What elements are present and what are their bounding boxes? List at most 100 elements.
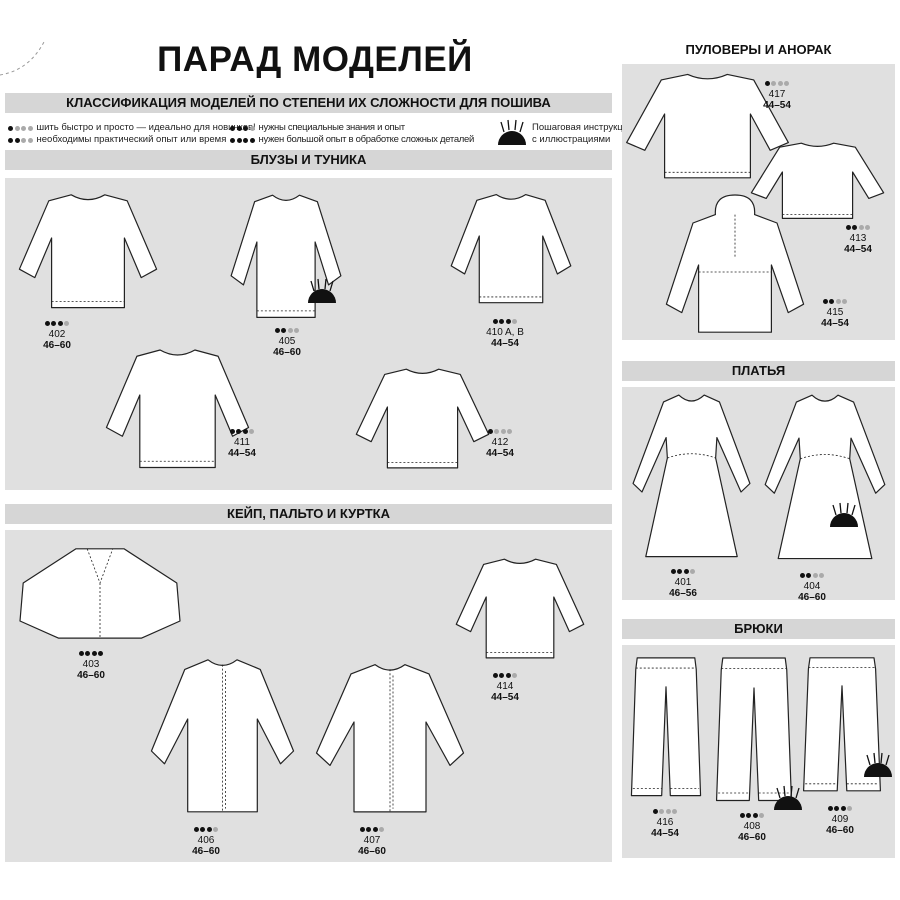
model-number: 407: [363, 835, 381, 846]
pants-sketch: [802, 655, 882, 795]
rating-dot-empty: [507, 429, 513, 434]
model-number: 405: [278, 336, 296, 347]
rating-dots: [764, 81, 790, 86]
pants-sketch: [630, 655, 702, 800]
rating-dot-filled: [834, 806, 840, 811]
rating-dot-filled: [281, 328, 287, 333]
legend-column-1: шить быстро и просто — идеально для нови…: [8, 122, 256, 146]
legend-level-3: нужны специальные знания и опыт: [230, 122, 474, 134]
rating-dot-filled: [752, 813, 758, 818]
rating-dot-filled: [845, 225, 851, 230]
model-number: 411: [234, 437, 250, 448]
rating-dot-empty: [249, 125, 255, 131]
legend-text: нужны специальные знания и опыт: [258, 122, 406, 133]
rating-dot-filled: [372, 827, 378, 832]
model-number: 406: [197, 835, 215, 846]
rating-dot-empty: [512, 673, 518, 678]
sketch-line: [106, 350, 248, 468]
sketch-line: [19, 195, 156, 308]
rating-dot-empty: [500, 429, 506, 434]
rating-dot-filled: [14, 137, 20, 143]
rating-dot-empty: [771, 81, 777, 86]
rating-dot-empty: [21, 125, 26, 131]
pincushion-legend: Пошаговая инструкция с иллюстрациями: [532, 122, 633, 146]
rating-dot-filled: [229, 429, 235, 434]
sketch-line: [356, 369, 488, 468]
rating-dot-filled: [827, 806, 833, 811]
model-number: 401: [674, 577, 692, 588]
rating-dot-empty: [21, 137, 26, 143]
sketch-line: [20, 549, 180, 638]
rating-dots: [230, 137, 255, 143]
rating-dot-filled: [670, 569, 676, 574]
sketch-line: [451, 195, 571, 303]
rating-dot-filled: [739, 813, 745, 818]
model-sizes: 46–60: [798, 592, 826, 603]
rating-dot-empty: [249, 429, 255, 434]
rating-dot-filled: [764, 81, 770, 86]
rating-dots: [799, 573, 825, 578]
rating-dot-filled: [243, 137, 248, 143]
rating-dot-filled: [274, 328, 280, 333]
legend-level-2: необходимы практический опыт или время: [8, 134, 256, 146]
rating-dot-empty: [512, 319, 518, 324]
rating-dot-empty: [847, 806, 853, 811]
model-sizes: 44–54: [844, 244, 872, 255]
model-sizes: 46–60: [192, 846, 220, 857]
rating-dot-filled: [91, 651, 97, 656]
sketch-line: [627, 74, 789, 177]
sketch-line: [456, 559, 583, 658]
top-sketch: [625, 70, 790, 180]
model-number: 413: [849, 233, 867, 244]
rating-dots: [274, 328, 300, 333]
model-number: 414: [496, 681, 514, 692]
cape-sketch: [20, 545, 180, 640]
sketch-line: [699, 215, 772, 272]
rating-dot-filled: [852, 225, 858, 230]
section-header-pullovers: ПУЛОВЕРЫ И АНОРАК: [622, 40, 895, 64]
sketch-line: [666, 195, 803, 332]
top-sketch: [750, 140, 885, 220]
sketch-line: [87, 549, 113, 638]
pants-sketch: [715, 655, 793, 805]
page-title: ПАРАД МОДЕЛЕЙ: [157, 40, 473, 79]
rating-dot-empty: [494, 429, 500, 434]
model-sizes: 46–60: [43, 340, 71, 351]
sketch-line: [765, 395, 885, 558]
rating-dot-filled: [230, 125, 235, 131]
rating-dots: [492, 673, 518, 678]
pincushion-icon: [308, 278, 336, 303]
sketch-line: [231, 195, 341, 317]
rating-dot-filled: [236, 137, 242, 143]
rating-dot-filled: [98, 651, 104, 656]
coat-sketch: [315, 660, 465, 815]
rating-dot-empty: [213, 827, 219, 832]
model-sizes: 44–54: [651, 828, 679, 839]
rating-dot-filled: [799, 573, 805, 578]
rating-dots: [44, 321, 70, 326]
rating-dot-empty: [14, 125, 20, 131]
section-header-dresses: ПЛАТЬЯ: [622, 361, 895, 384]
sketch-line: [667, 454, 715, 458]
rating-dot-filled: [236, 125, 242, 131]
rating-dot-empty: [294, 328, 300, 333]
rating-dots: [487, 429, 513, 434]
top-sketch: [230, 190, 342, 320]
model-sizes: 44–54: [486, 448, 514, 459]
model-sizes: 44–54: [821, 318, 849, 329]
model-number: 412: [491, 437, 509, 448]
decorative-dashed-curve: [0, 40, 46, 76]
rating-dot-empty: [835, 299, 841, 304]
rating-dot-filled: [652, 809, 658, 814]
rating-dot-filled: [505, 319, 511, 324]
model-sizes: 46–56: [669, 588, 697, 599]
